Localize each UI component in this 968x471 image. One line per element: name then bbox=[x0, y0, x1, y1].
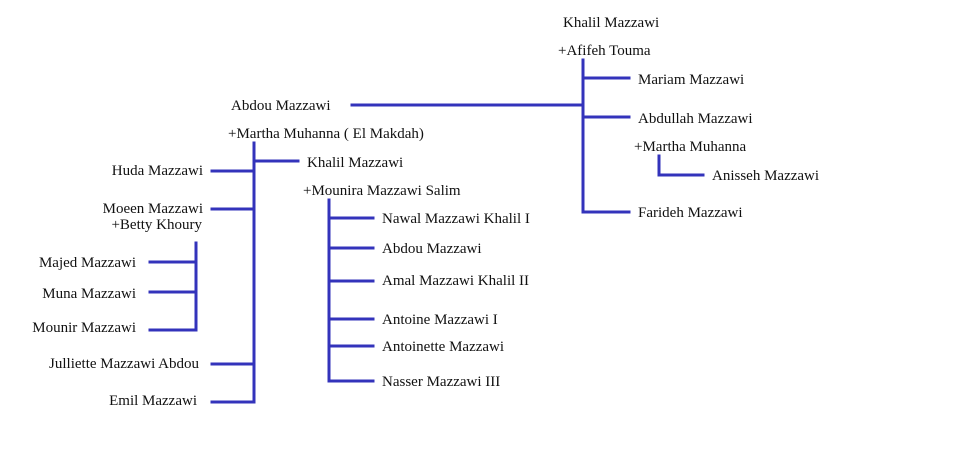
person-nawal: Nawal Mazzawi Khalil I bbox=[382, 211, 530, 227]
person-nasser: Nasser Mazzawi III bbox=[382, 374, 501, 390]
person-moeen: Moeen Mazzawi bbox=[102, 201, 203, 217]
person-khalil-2: Khalil Mazzawi bbox=[307, 155, 404, 171]
spouse-martha-muhanna: +Martha Muhanna bbox=[634, 139, 747, 155]
spouse-martha-el-makdah: +Martha Muhanna ( El Makdah) bbox=[228, 126, 424, 142]
person-abdou: Abdou Mazzawi bbox=[231, 98, 331, 114]
person-abdullah: Abdullah Mazzawi bbox=[638, 111, 753, 127]
person-mariam: Mariam Mazzawi bbox=[638, 72, 745, 88]
person-khalil-root: Khalil Mazzawi bbox=[563, 15, 660, 31]
person-julliette: Julliette Mazzawi Abdou bbox=[49, 356, 199, 372]
person-amal: Amal Mazzawi Khalil II bbox=[382, 273, 530, 289]
person-abdou-2: Abdou Mazzawi bbox=[382, 241, 482, 257]
person-mounir: Mounir Mazzawi bbox=[32, 320, 136, 336]
spouse-afifeh: +Afifeh Touma bbox=[558, 43, 651, 59]
person-majed: Majed Mazzawi bbox=[38, 255, 136, 271]
person-antoine: Antoine Mazzawi I bbox=[382, 312, 498, 328]
spouse-mounira: +Mounira Mazzawi Salim bbox=[303, 183, 461, 199]
spouse-betty: +Betty Khoury bbox=[111, 217, 202, 233]
person-emil: Emil Mazzawi bbox=[109, 393, 197, 409]
person-antoinette: Antoinette Mazzawi bbox=[382, 339, 505, 355]
person-muna: Muna Mazzawi bbox=[42, 286, 136, 302]
person-farideh: Farideh Mazzawi bbox=[638, 205, 743, 221]
person-anisseh: Anisseh Mazzawi bbox=[712, 168, 820, 184]
person-huda: Huda Mazzawi bbox=[111, 163, 203, 179]
